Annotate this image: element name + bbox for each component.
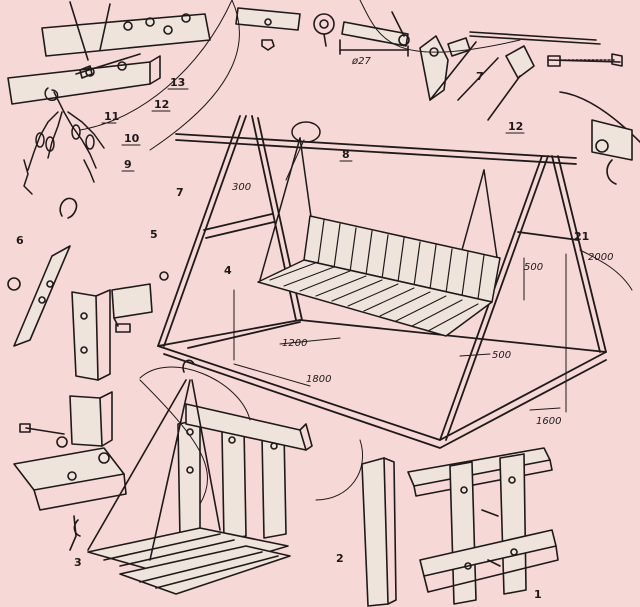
dimension-labels: ø27 300 1200 500 500 2000 1800 1600 [232, 56, 613, 427]
dim-1800: 1800 [306, 374, 331, 385]
dim-1600: 1600 [536, 416, 561, 427]
label-6: 6 [16, 234, 24, 247]
swing-frame [157, 115, 607, 449]
label-12a: 12 [154, 98, 169, 111]
label-21: 21 [574, 230, 589, 243]
swing-seat [257, 121, 501, 337]
label-9: 9 [124, 158, 132, 171]
label-7b: 7 [176, 186, 184, 199]
right-corner-detail [559, 91, 640, 185]
bottom-left-angle-detail [13, 391, 127, 511]
callout-arcs [139, 249, 633, 505]
label-4: 4 [224, 264, 232, 277]
leader-lines [79, 0, 521, 151]
part-6-carabiner [7, 197, 78, 347]
top-right-fittings [419, 31, 623, 121]
part-labels: 13 12 11 10 9 7 12 8 7 6 5 4 21 2 3 1 [16, 70, 589, 601]
rod-and-nut-detail [235, 7, 410, 57]
top-left-bracket-detail [7, 1, 211, 105]
label-8: 8 [342, 148, 350, 161]
bottom-seat-assembly [69, 359, 313, 595]
label-12b: 12 [508, 120, 523, 133]
dim-hole-diameter: ø27 [351, 56, 371, 67]
center-vertical-post [361, 457, 397, 607]
dim-1200: 1200 [282, 338, 307, 349]
dim-500-bottom: 500 [492, 350, 511, 361]
label-7a: 7 [476, 70, 484, 83]
dim-500-side: 500 [524, 262, 543, 273]
part-5-angle-brackets [71, 271, 169, 381]
label-3: 3 [74, 556, 82, 569]
label-13: 13 [170, 76, 185, 89]
label-1: 1 [534, 588, 542, 601]
label-11: 11 [104, 110, 119, 123]
bottom-right-angle-assembly [407, 447, 559, 605]
label-2: 2 [336, 552, 344, 565]
dim-300: 300 [232, 182, 251, 193]
label-10: 10 [124, 132, 140, 145]
dimension-lines [233, 139, 567, 413]
label-5: 5 [150, 228, 158, 241]
dim-2000: 2000 [588, 252, 613, 263]
hook-chain-detail [23, 87, 105, 195]
